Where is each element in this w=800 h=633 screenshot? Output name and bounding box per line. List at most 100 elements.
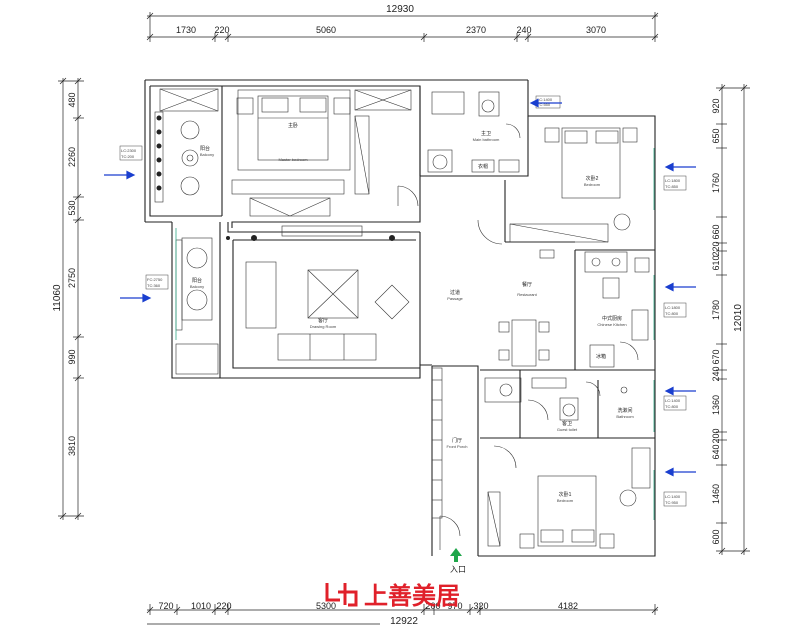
dim-right-6: 610 [711, 255, 721, 270]
dim-top-6: 3070 [586, 25, 606, 35]
dim-top-2: 220 [214, 25, 229, 35]
dim-bottom-8: 4182 [558, 601, 578, 611]
plants-balcony [156, 115, 162, 191]
window-w2-line1: FC:2750 [147, 277, 163, 282]
room-bedroom1-zh: 次卧1 [559, 491, 572, 498]
logo-text: 上善美居 [364, 582, 460, 610]
plants-living [226, 235, 395, 241]
room-fridge-zh: 冰箱 [596, 353, 606, 360]
dim-top-4: 2370 [466, 25, 486, 35]
room-kitchen-en: Chinese Kitchen [597, 322, 626, 327]
dim-bottom-2: 1010 [191, 601, 211, 611]
dim-left-6: 3810 [67, 436, 77, 456]
bedroom1-furniture [487, 445, 651, 549]
window-glazing [175, 148, 655, 520]
window-w1-line1: LC:2300 [121, 148, 137, 153]
dim-left-1: 480 [67, 92, 77, 107]
dim-left-total: 11060 [52, 284, 63, 312]
dim-left-5: 990 [67, 349, 77, 364]
room-passage-zh: 过道 [450, 289, 460, 296]
front-porch [431, 367, 461, 550]
room-master-bedroom-zh: 主卧 [288, 122, 298, 129]
room-drawing-room-zh: 客厅 [318, 317, 328, 324]
arrow-icons [104, 98, 696, 477]
room-bathroom-en: Bathroom [616, 414, 634, 419]
dim-right-8: 670 [711, 349, 721, 364]
dim-top-5: 240 [516, 25, 531, 35]
window-w6-line1: LC:1400 [665, 398, 681, 403]
room-bedroom2-en: Bedroom [584, 182, 601, 187]
dim-left-2: 2260 [67, 147, 77, 167]
dim-top-3: 5060 [316, 25, 336, 35]
bottom-dimensions [146, 604, 659, 625]
dim-right-2: 650 [711, 128, 721, 143]
window-w7-line1: LC:1400 [665, 494, 681, 499]
toilet-fixtures [484, 377, 628, 421]
dim-right-3: 1760 [711, 173, 721, 193]
dim-right-total: 12010 [733, 304, 744, 332]
dim-right-9: 240 [711, 366, 721, 381]
dim-bottom-5: 200 [425, 601, 440, 611]
dim-right-12: 640 [711, 444, 721, 459]
window-w7-line2: TC:950 [665, 500, 679, 505]
room-passage-en: Passage [447, 296, 463, 301]
window-w5-line2: TC:800 [665, 311, 679, 316]
room-drawing-room-en: Drawing Room [310, 324, 337, 329]
room-front-porch-zh: 门厅 [452, 437, 462, 444]
room-balcony-top-zh: 阳台 [200, 145, 210, 152]
dining-furniture [498, 249, 555, 367]
main-bathroom-fixtures [427, 91, 521, 173]
dim-right-4: 660 [711, 224, 721, 239]
dim-top-1: 1730 [176, 25, 196, 35]
dim-left-3: 530 [67, 200, 77, 215]
dim-right-10: 1360 [711, 395, 721, 415]
right-dimensions [716, 84, 750, 555]
room-main-bathroom-en: Main bathroom [473, 137, 500, 142]
room-bedroom2-zh: 次卧2 [586, 175, 599, 182]
living-room-furniture [175, 225, 410, 375]
dim-bottom-total: 12922 [390, 616, 418, 627]
dim-right-7: 1780 [711, 300, 721, 320]
room-bathroom-zh: 洗漱间 [617, 407, 632, 414]
room-balcony-top-en: Balcony [200, 152, 214, 157]
room-master-bedroom-en: Master bedroom [278, 157, 308, 162]
dim-left-4: 2750 [67, 268, 77, 288]
window-w6-line2: TC:800 [665, 404, 679, 409]
brand-logo: 上善美居 [325, 582, 460, 610]
window-w3-line1: LC:1400 [537, 97, 553, 102]
dim-right-1: 920 [711, 98, 721, 113]
logo-mark-icon [325, 583, 358, 607]
top-dimensions [146, 12, 659, 42]
dim-top-total: 12930 [386, 4, 414, 15]
dim-right-14: 600 [711, 529, 721, 544]
dim-right-13: 1460 [711, 484, 721, 504]
window-w5-line1: LC:1800 [665, 305, 681, 310]
dim-right-11: 200 [711, 428, 721, 443]
balcony-top-furniture [154, 88, 219, 203]
dim-bottom-3: 220 [216, 601, 231, 611]
window-w3-line2: TC:550 [537, 102, 551, 107]
dim-bottom-4: 5300 [316, 601, 336, 611]
room-balcony-left-zh: 阳台 [192, 277, 202, 284]
entrance-arrow-icon [450, 548, 462, 562]
room-kitchen-zh: 中式厨房 [602, 315, 622, 322]
room-bedroom1-en: Bedroom [557, 498, 574, 503]
bedroom2-furniture [477, 127, 638, 245]
window-w1-line2: TC:200 [121, 154, 135, 159]
room-cloakroom-zh: 衣帽 [478, 163, 488, 170]
room-guest-toilet-en: Guest toilet [557, 427, 578, 432]
room-guest-toilet-zh: 客卫 [562, 420, 572, 427]
walls [144, 79, 656, 557]
left-dimensions [58, 77, 84, 520]
window-boxes [119, 95, 687, 507]
window-w4-line2: TC:850 [665, 184, 679, 189]
dim-right-5: 220 [711, 241, 721, 256]
room-balcony-left-en: Balcony [190, 284, 204, 289]
room-main-bathroom-zh: 主卫 [481, 130, 491, 137]
dim-bottom-1: 720 [158, 601, 173, 611]
room-restaurant-en: Restaurant [517, 292, 537, 297]
room-restaurant-zh: 餐厅 [522, 281, 532, 288]
room-front-porch-en: Front Porch [447, 444, 468, 449]
dim-bottom-7: 320 [473, 601, 488, 611]
